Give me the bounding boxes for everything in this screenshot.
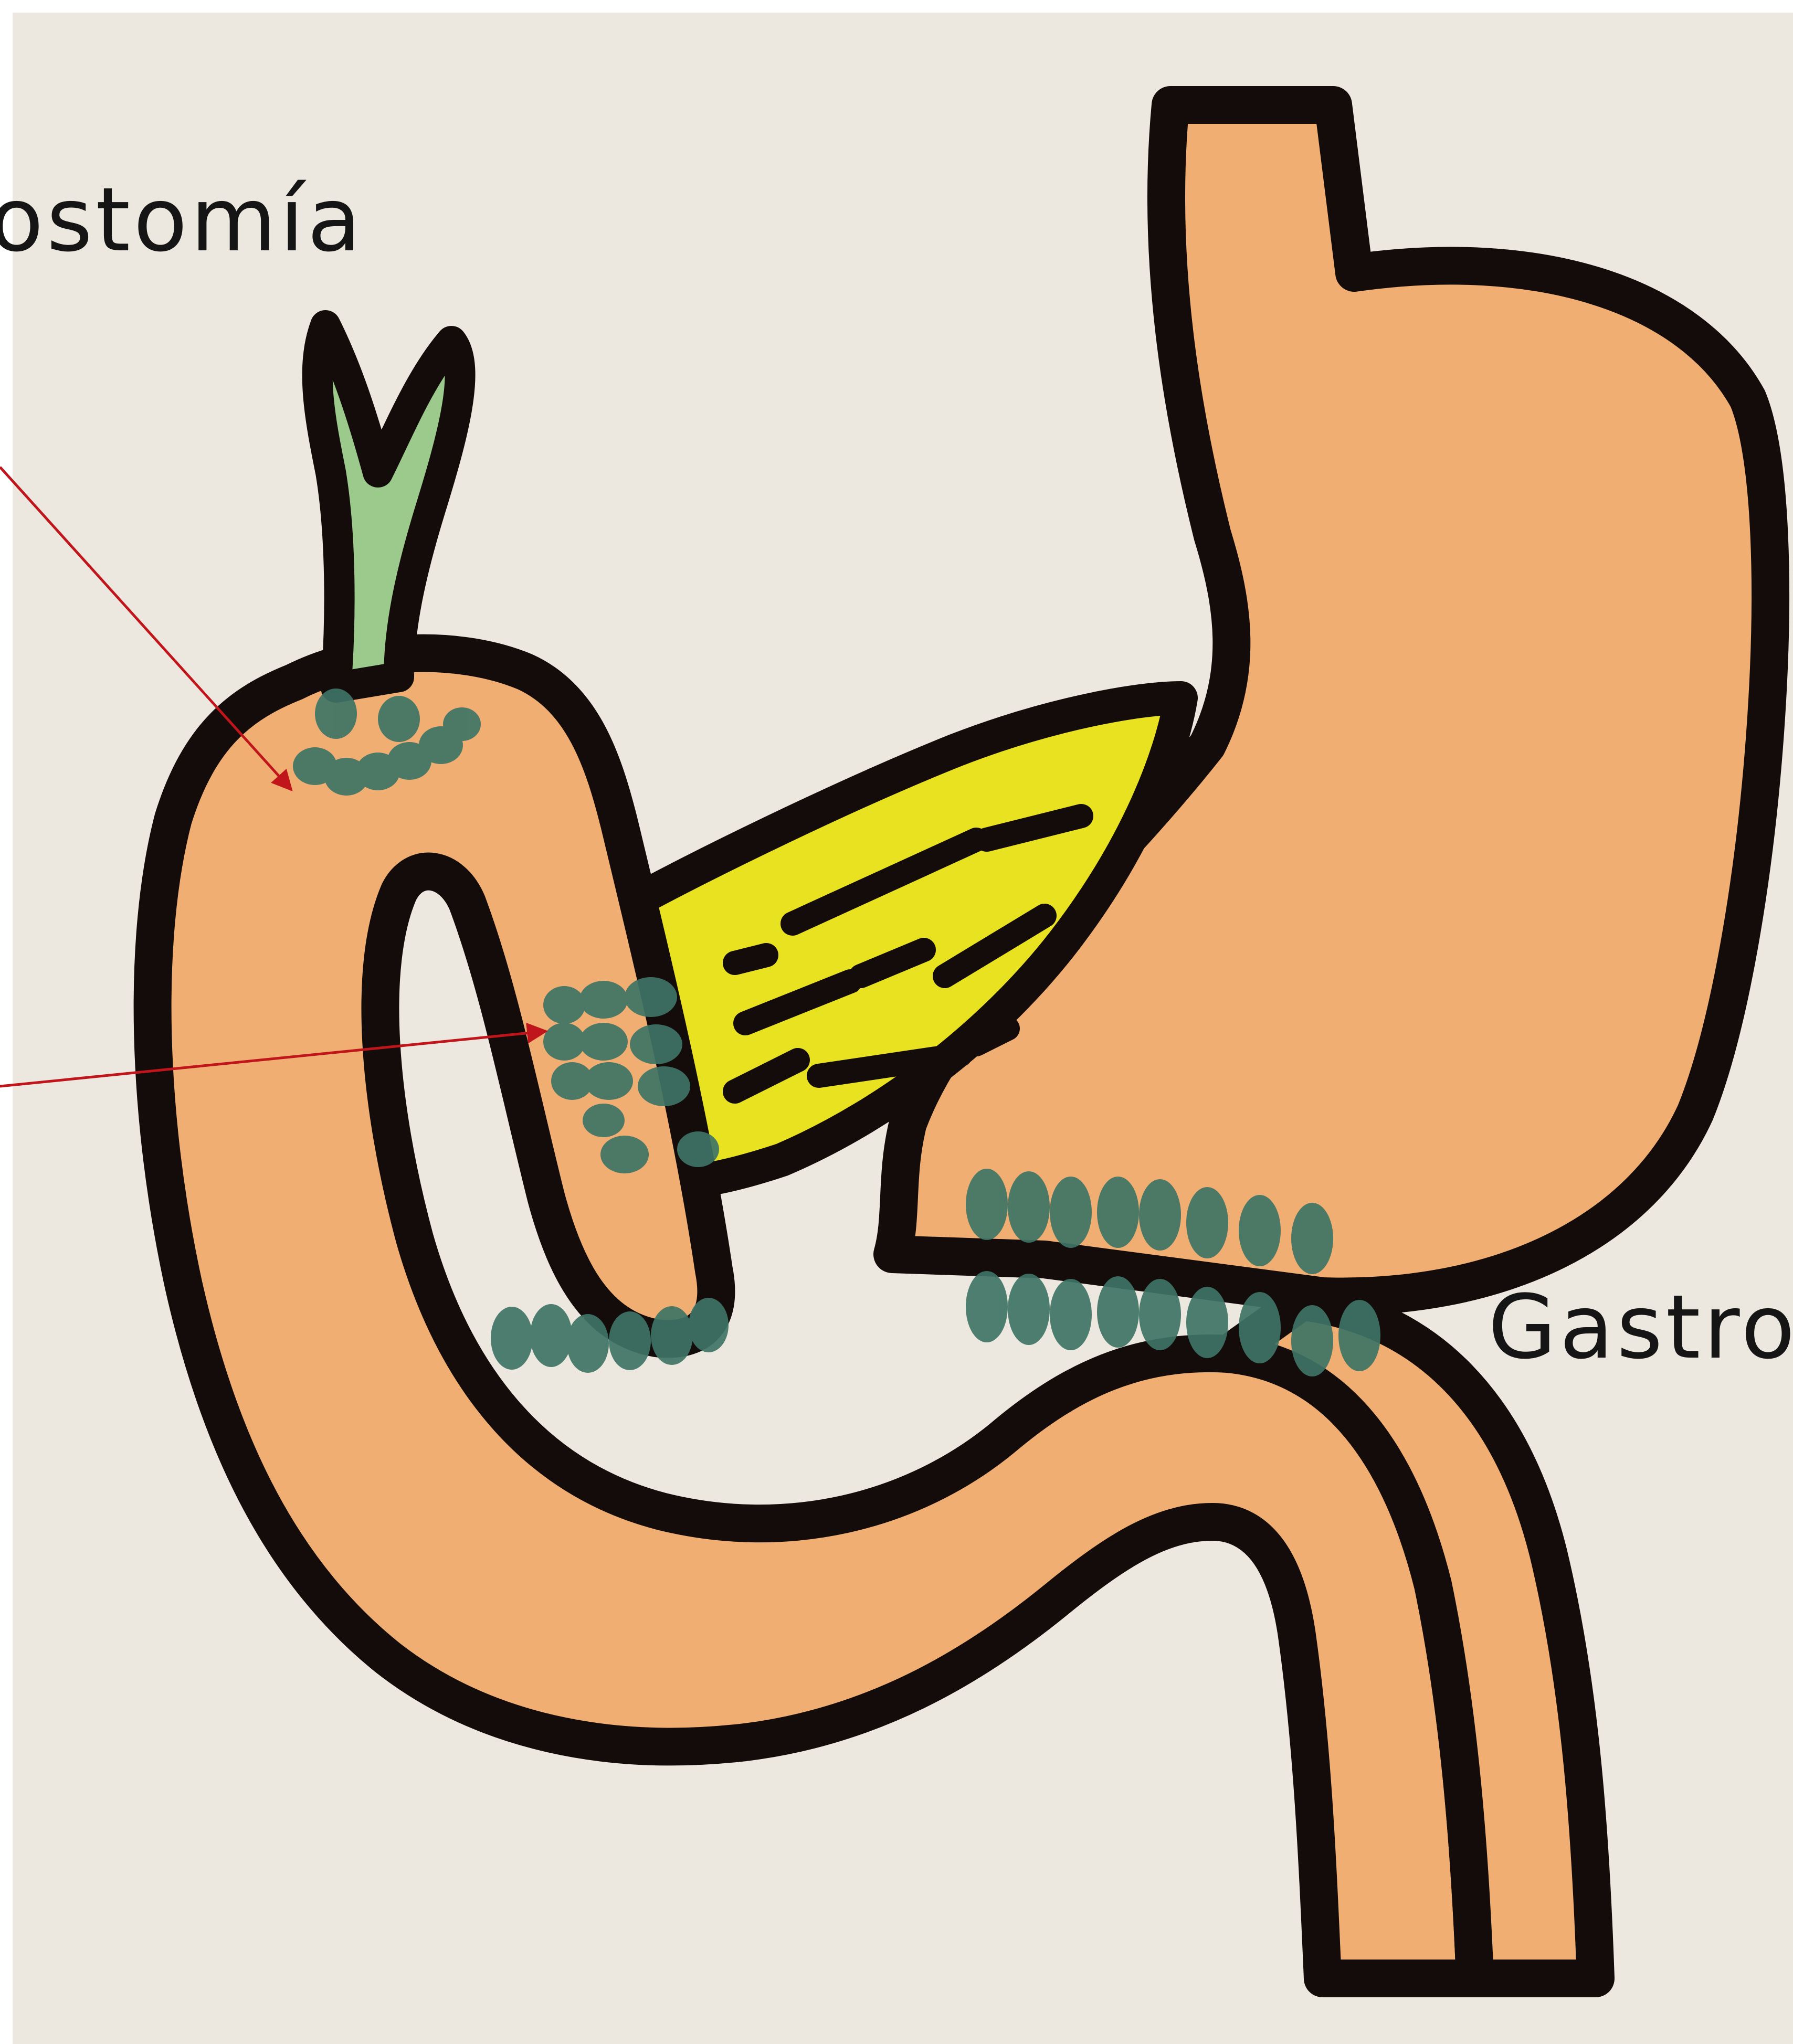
- stomach: [892, 105, 1770, 1297]
- bile-duct: [318, 325, 460, 687]
- label-right: Gastro: [1488, 1283, 1793, 1371]
- label-top-left: ostomía: [0, 176, 364, 264]
- arrow-to-hepaticojejunostomy: [0, 467, 291, 790]
